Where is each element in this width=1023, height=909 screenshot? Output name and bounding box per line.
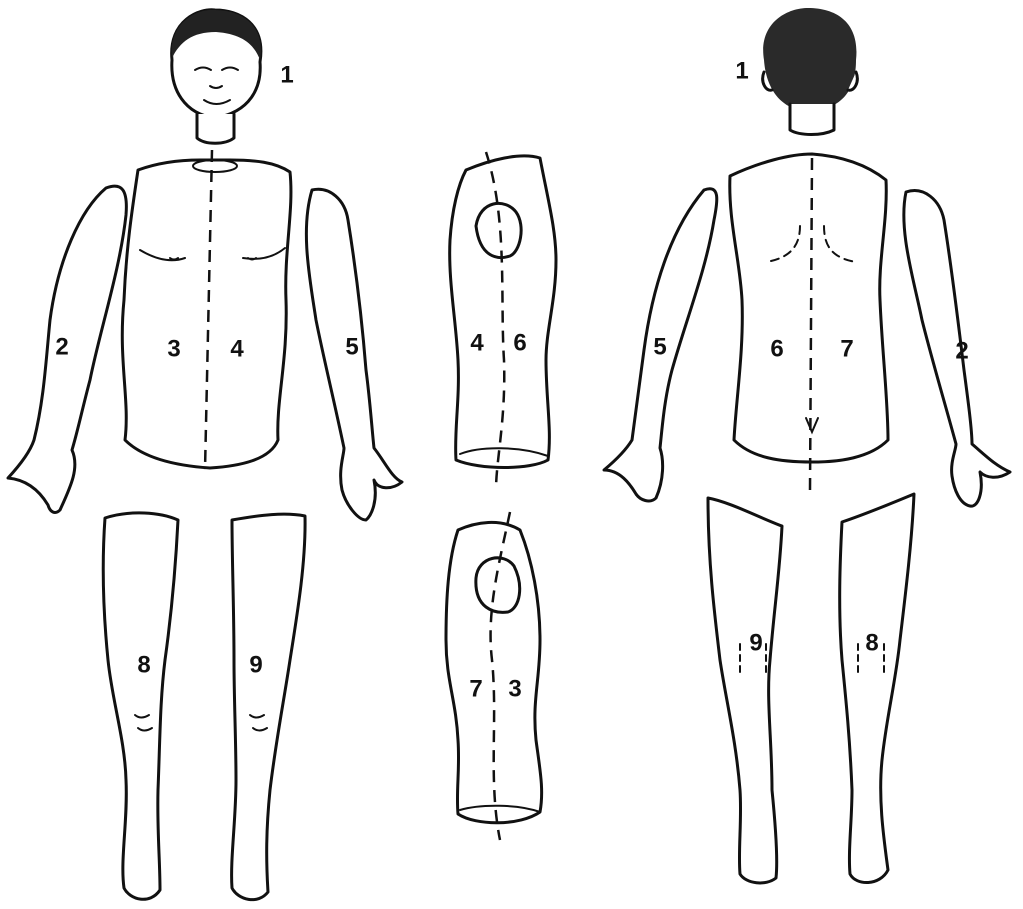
label-side-upper-right: 6 bbox=[513, 329, 526, 356]
label-back-head: 1 bbox=[735, 57, 748, 84]
label-front-left-leg: 8 bbox=[137, 651, 150, 678]
back-torso bbox=[730, 154, 888, 490]
front-head bbox=[172, 10, 261, 143]
label-front-torso-right: 4 bbox=[230, 335, 244, 362]
label-side-upper-left: 4 bbox=[470, 329, 484, 356]
back-hair bbox=[763, 8, 856, 112]
side-view-lower: 7 3 bbox=[446, 512, 542, 840]
label-back-torso-right: 7 bbox=[840, 335, 853, 362]
label-side-lower-left: 7 bbox=[469, 675, 482, 702]
front-right-leg bbox=[103, 513, 178, 899]
label-back-right-leg: 8 bbox=[865, 629, 878, 656]
label-front-right-arm: 2 bbox=[55, 333, 68, 360]
label-front-right-leg: 9 bbox=[249, 651, 262, 678]
front-torso bbox=[122, 150, 291, 470]
label-back-torso-left: 6 bbox=[770, 335, 783, 362]
back-left-leg bbox=[708, 498, 782, 883]
back-right-leg bbox=[840, 494, 914, 883]
back-view: 1 5 6 7 2 9 8 bbox=[604, 8, 1010, 883]
label-front-head: 1 bbox=[280, 61, 293, 88]
label-front-torso-left: 3 bbox=[167, 335, 180, 362]
side-view-upper: 4 6 bbox=[450, 152, 556, 490]
label-back-left-leg: 9 bbox=[749, 629, 762, 656]
label-back-left-arm: 5 bbox=[653, 333, 666, 360]
front-view: 1 2 3 4 5 8 9 bbox=[8, 10, 402, 900]
front-left-leg bbox=[232, 514, 305, 900]
label-front-left-arm: 5 bbox=[345, 333, 358, 360]
label-side-lower-right: 3 bbox=[508, 675, 521, 702]
label-back-right-arm: 2 bbox=[955, 337, 968, 364]
back-head bbox=[763, 8, 858, 135]
